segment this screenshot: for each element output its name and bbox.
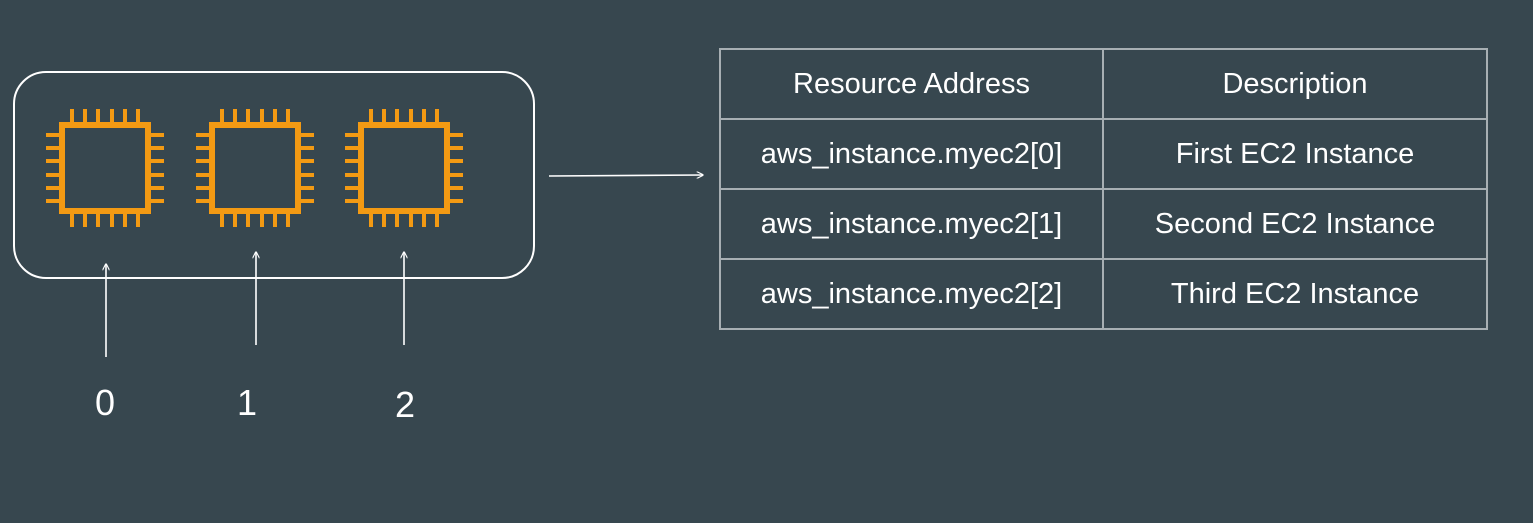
description-cell: First EC2 Instance xyxy=(1102,118,1488,190)
index-label-0: 0 xyxy=(94,382,116,423)
index-label-1: 1 xyxy=(236,382,258,423)
index-label-2: 2 xyxy=(394,384,416,425)
instance-group-box xyxy=(13,71,535,279)
description-cell: Third EC2 Instance xyxy=(1102,258,1488,330)
resource-address-cell: aws_instance.myec2[0] xyxy=(719,118,1104,190)
resource-address-cell: aws_instance.myec2[2] xyxy=(719,258,1104,330)
mapping-arrow xyxy=(548,175,703,176)
chip-body xyxy=(358,122,450,214)
table-header-row: Resource Address Description xyxy=(719,48,1488,120)
table-row: aws_instance.myec2[2] Third EC2 Instance xyxy=(719,258,1488,330)
table-row: aws_instance.myec2[1] Second EC2 Instanc… xyxy=(719,188,1488,260)
chip-icon xyxy=(345,109,463,227)
header-description: Description xyxy=(1102,48,1488,120)
chip-body xyxy=(209,122,301,214)
header-resource-address: Resource Address xyxy=(719,48,1104,120)
chip-body xyxy=(59,122,151,214)
description-cell: Second EC2 Instance xyxy=(1102,188,1488,260)
resource-address-table: Resource Address Description aws_instanc… xyxy=(719,48,1488,330)
table-row: aws_instance.myec2[0] First EC2 Instance xyxy=(719,118,1488,190)
resource-address-cell: aws_instance.myec2[1] xyxy=(719,188,1104,260)
chip-icon xyxy=(46,109,164,227)
chip-icon xyxy=(196,109,314,227)
